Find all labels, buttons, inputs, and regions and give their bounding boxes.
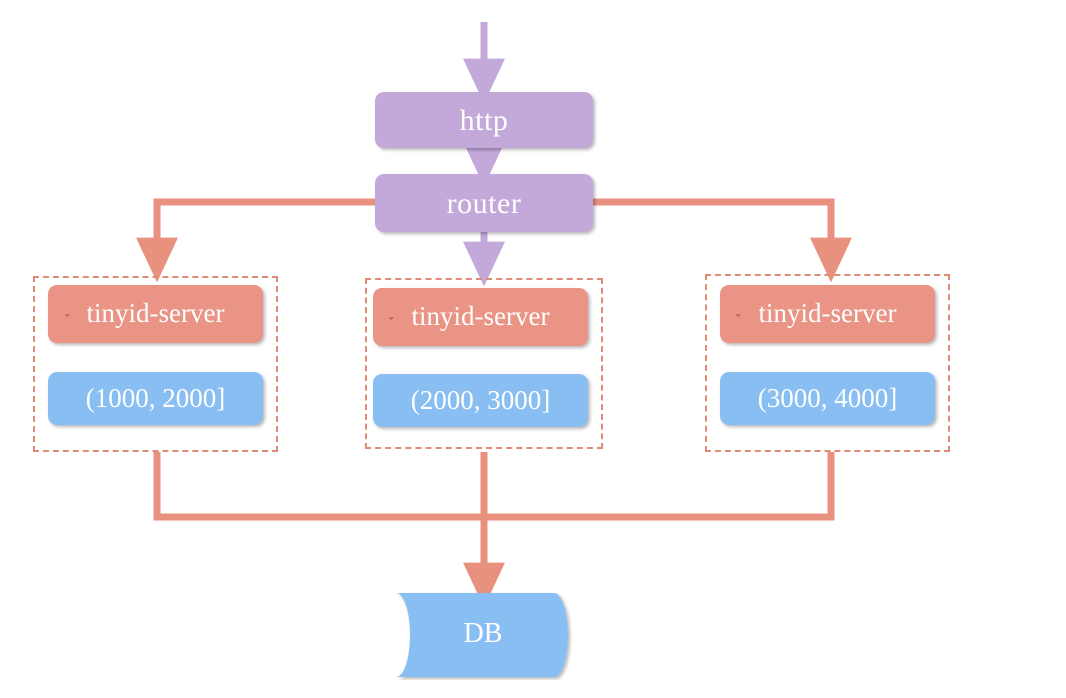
node-db-label: DB: [463, 618, 503, 649]
group-3-range-label: (3000, 4000]: [757, 382, 898, 413]
group-1-server[interactable]: tinyid-server: [48, 285, 263, 343]
node-db[interactable]: DB: [384, 590, 582, 680]
group-3-spellcheck-icon: ˇ: [735, 314, 742, 329]
group-2-range[interactable]: (2000, 3000]: [373, 374, 588, 427]
group-3-boundary: [705, 274, 950, 452]
group-1-range-label: (1000, 2000]: [85, 382, 226, 413]
group-1-boundary: [33, 276, 278, 452]
group-2-range-label: (2000, 3000]: [410, 384, 551, 415]
group-1-range[interactable]: (1000, 2000]: [48, 372, 263, 425]
edge-group1-db: [153, 452, 484, 521]
group-3-server[interactable]: tinyid-server: [720, 285, 935, 343]
edge-router-group3: [593, 198, 852, 283]
group-2-boundary: [365, 278, 603, 449]
edge-router-group1: [136, 198, 375, 283]
node-router-label: router: [446, 186, 522, 220]
node-router[interactable]: router: [375, 174, 593, 232]
group-3-range[interactable]: (3000, 4000]: [720, 372, 935, 425]
group-1-server-label: tinyid-server: [86, 298, 225, 329]
group-1-spellcheck-icon: ˇ: [64, 314, 71, 329]
node-http[interactable]: http: [375, 92, 593, 148]
group-2-server[interactable]: tinyid-server: [373, 288, 588, 346]
node-http-label: http: [459, 103, 509, 137]
group-2-server-label: tinyid-server: [411, 301, 550, 332]
db-cylinder-shape: [396, 593, 568, 677]
group-2-spellcheck-icon: ˇ: [388, 317, 395, 332]
edge-group3-db: [484, 452, 835, 521]
group-3-server-label: tinyid-server: [758, 298, 897, 329]
